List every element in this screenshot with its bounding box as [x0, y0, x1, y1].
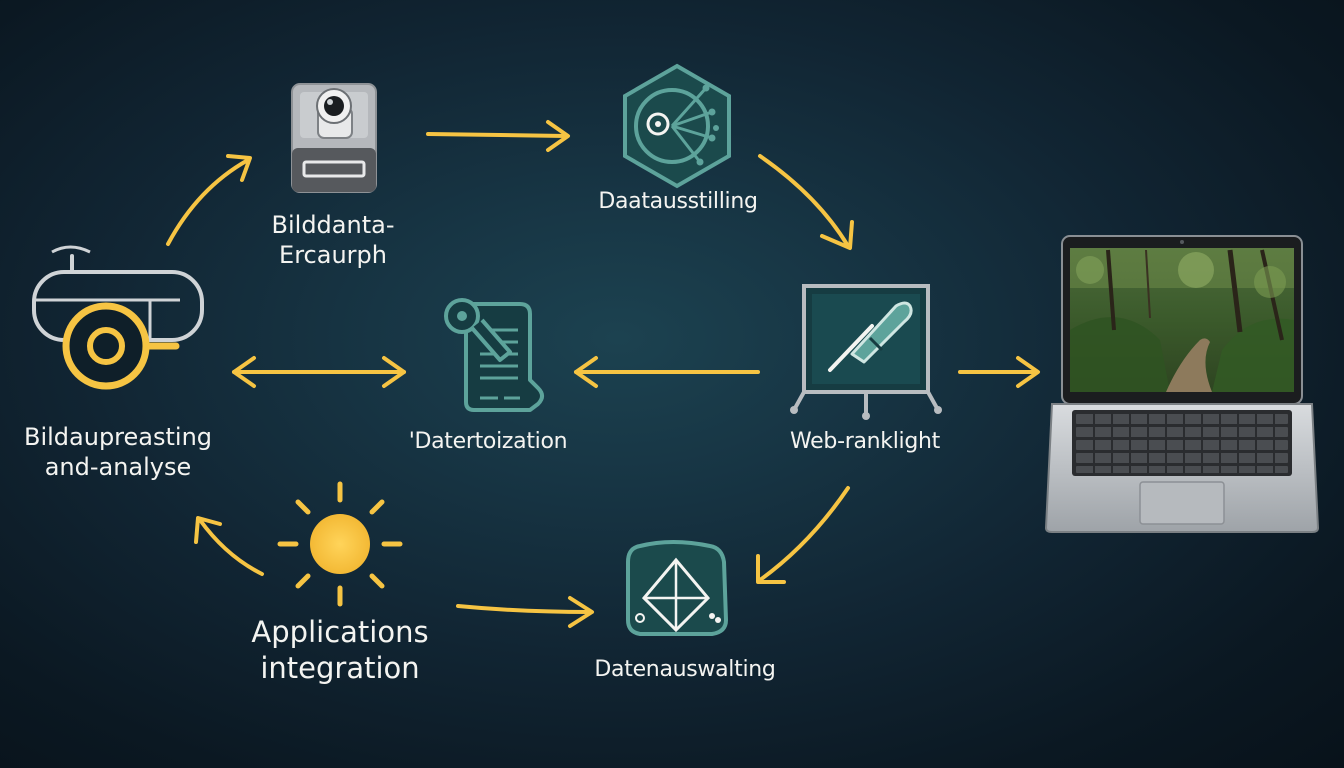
arrow-double-processing-digitization: [232, 356, 406, 388]
diamond-chart-icon: [626, 540, 729, 636]
arrow-integration-to-processing: [194, 516, 264, 576]
hexagon-network-icon: [623, 63, 731, 189]
label-image-capture: Bilddanta- Ercaurph: [271, 211, 395, 269]
camera-lens-icon: [32, 245, 204, 390]
arrow-ranking-to-evaluation: [756, 486, 850, 584]
arrow-integration-to-evaluation: [456, 596, 594, 628]
whiteboard-tool-icon: [790, 284, 942, 420]
label-web-ranking: Web-ranklight: [790, 429, 940, 454]
label-applications-integration: Applications integration: [251, 615, 429, 686]
label-data-exhibition: Daatausstilling: [598, 189, 758, 214]
sun-icon: [277, 481, 403, 607]
arrow-ranking-to-laptop: [958, 356, 1040, 388]
label-digitization: 'Datertoization: [408, 429, 568, 454]
laptop-screen-photo: [1070, 248, 1294, 392]
arrow-exhibition-to-ranking: [758, 154, 854, 250]
label-image-processing: Bildaupreasting and-analyse: [23, 423, 213, 481]
webcam-icon: [291, 83, 377, 193]
connector-arrows: [166, 120, 1040, 628]
arrow-capture-to-exhibition: [426, 120, 570, 152]
arrow-ranking-to-digitization: [574, 356, 760, 388]
label-data-evaluation: Datenauswalting: [594, 657, 776, 682]
document-scan-icon: [444, 298, 544, 412]
laptop-forest-photo-icon: [1044, 235, 1320, 533]
arrow-processing-to-capture: [166, 154, 252, 246]
